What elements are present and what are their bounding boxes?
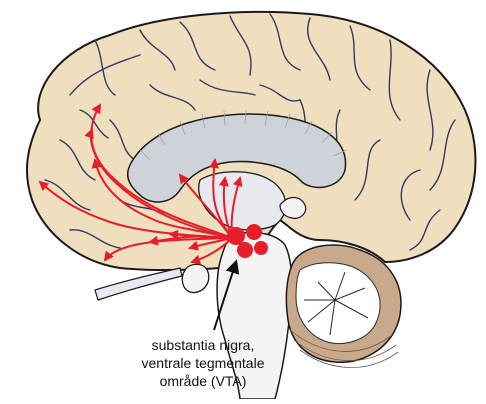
caption-line-1: substantia nigra,: [108, 336, 298, 354]
pituitary-gland: [182, 264, 209, 292]
structure-caption: substantia nigra, ventrale tegmentale om…: [108, 336, 298, 390]
caption-line-3: område (VTA): [108, 372, 298, 390]
caption-line-2: ventrale tegmentale: [108, 354, 298, 372]
cerebellum: [286, 245, 401, 368]
optic-nerve: [95, 268, 182, 300]
